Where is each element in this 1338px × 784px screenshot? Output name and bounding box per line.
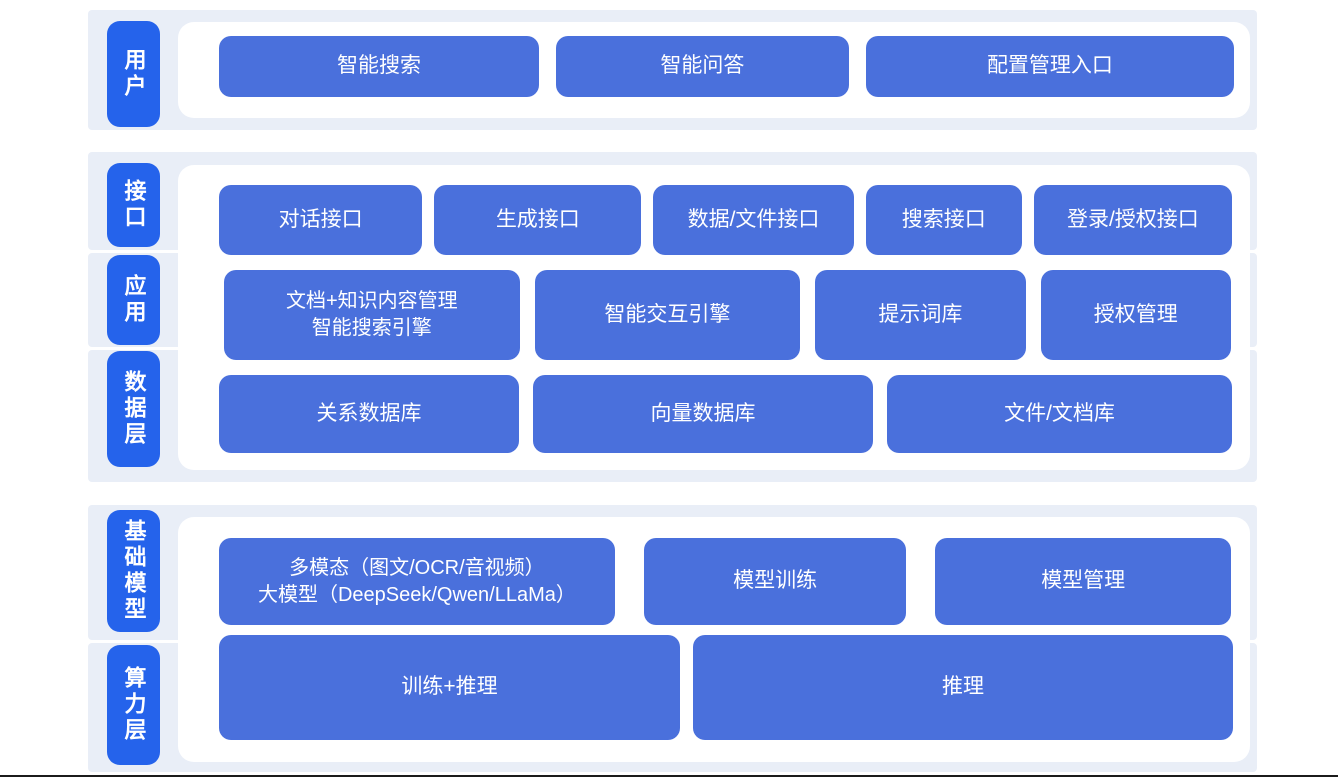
bottom-divider <box>0 775 1338 777</box>
block-intelligent-interaction-engine: 智能交互引擎 <box>534 270 801 360</box>
block-inference: 推理 <box>693 635 1233 740</box>
block-intelligent-qa: 智能问答 <box>555 36 849 97</box>
row-user-entries: 智能搜索 智能问答 配置管理入口 <box>219 36 1234 97</box>
row-foundation-models: 多模态（图文/OCR/音视频） 大模型（DeepSeek/Qwen/LLaMa）… <box>219 538 1231 625</box>
block-relational-db: 关系数据库 <box>219 375 519 453</box>
block-file-doc-store: 文件/文档库 <box>887 375 1232 453</box>
block-training-plus-inference: 训练+推理 <box>219 635 680 740</box>
block-multimodal-llm: 多模态（图文/OCR/音视频） 大模型（DeepSeek/Qwen/LLaMa） <box>219 538 615 625</box>
row-applications: 文档+知识内容管理 智能搜索引擎 智能交互引擎 提示词库 授权管理 <box>224 270 1231 360</box>
layer-label-foundation-model: 基础模型 <box>107 510 160 632</box>
block-authorization-management: 授权管理 <box>1040 270 1231 360</box>
layer-label-application: 应用 <box>107 255 160 345</box>
row-data-stores: 关系数据库 向量数据库 文件/文档库 <box>219 375 1232 453</box>
block-prompt-library: 提示词库 <box>815 270 1026 360</box>
block-doc-knowledge-search-engine: 文档+知识内容管理 智能搜索引擎 <box>224 270 520 360</box>
block-model-training: 模型训练 <box>643 538 907 625</box>
row-interfaces: 对话接口 生成接口 数据/文件接口 搜索接口 登录/授权接口 <box>219 185 1232 255</box>
layer-label-data: 数据层 <box>107 351 160 467</box>
layer-label-interface: 接口 <box>107 163 160 247</box>
block-vector-db: 向量数据库 <box>533 375 873 453</box>
block-model-management: 模型管理 <box>935 538 1231 625</box>
block-dialog-api: 对话接口 <box>219 185 423 255</box>
block-data-file-api: 数据/文件接口 <box>653 185 854 255</box>
layer-label-compute: 算力层 <box>107 645 160 765</box>
block-search-api: 搜索接口 <box>865 185 1022 255</box>
block-login-auth-api: 登录/授权接口 <box>1033 185 1232 255</box>
block-intelligent-search: 智能搜索 <box>219 36 539 97</box>
block-generation-api: 生成接口 <box>434 185 642 255</box>
block-config-management-entry: 配置管理入口 <box>865 36 1234 97</box>
layer-label-user: 用户 <box>107 21 160 127</box>
row-compute: 训练+推理 推理 <box>219 635 1233 740</box>
